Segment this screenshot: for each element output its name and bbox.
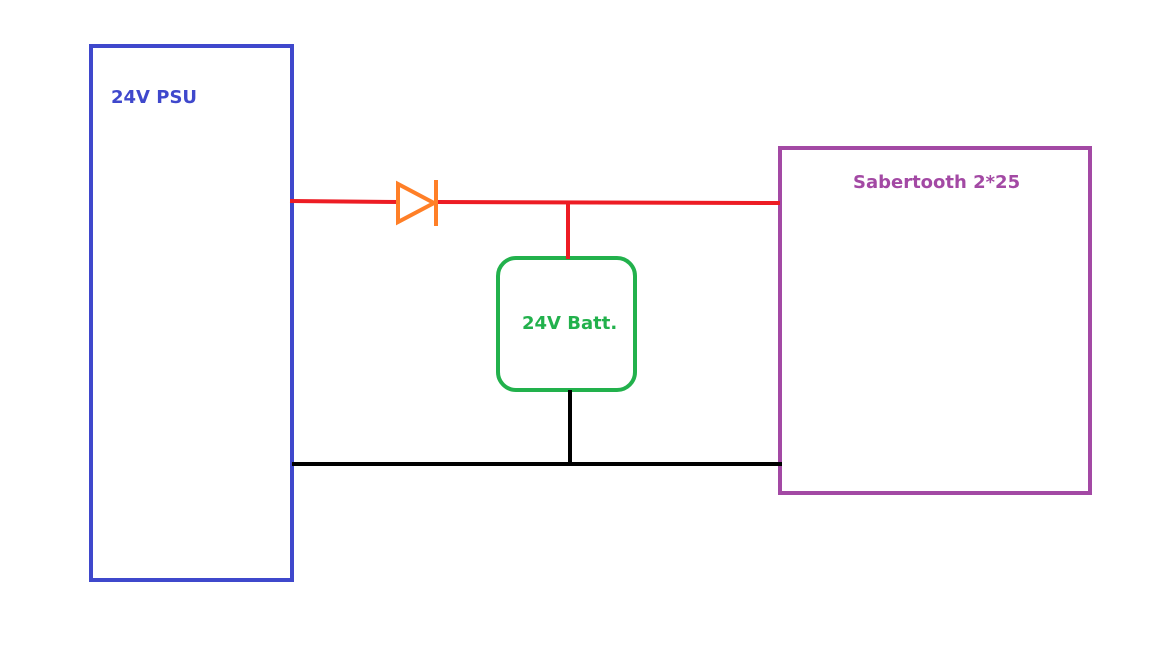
psu-label: 24V PSU	[111, 87, 198, 108]
diode-triangle	[396, 180, 439, 226]
controller-label: Sabertooth 2*25	[853, 172, 1021, 193]
battery-label: 24V Batt.	[522, 313, 618, 334]
diode-symbol	[396, 180, 439, 226]
controller-box	[778, 146, 1092, 495]
positive-wire-diode-to-controller	[436, 200, 781, 205]
positive-wire-psu-to-diode	[289, 199, 399, 204]
psu-box	[89, 44, 294, 582]
